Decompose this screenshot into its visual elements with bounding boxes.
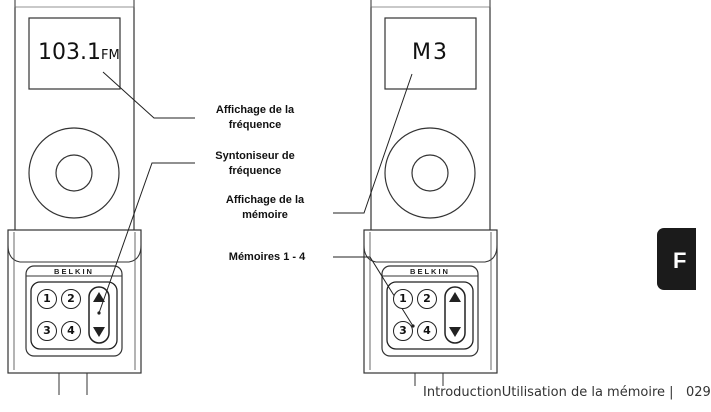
left-center-button (55, 154, 93, 192)
left-lcd-frequency: 103.1FM (38, 40, 120, 65)
right-ipod (370, 0, 491, 241)
left-tuner-module (7, 229, 142, 395)
frequency-value: 103.1 (38, 40, 101, 65)
leader-memory-display (333, 73, 413, 214)
frequency-unit: FM (100, 48, 120, 63)
right-preset-4-button[interactable]: 4 (417, 321, 437, 341)
callout-frequency-display-line2: fréquence (228, 119, 282, 131)
right-lcd-screen (384, 17, 477, 90)
left-preset-3-button[interactable]: 3 (37, 321, 57, 341)
callout-frequency-display: Affichage de la fréquence (195, 103, 315, 133)
language-tab (657, 228, 696, 290)
callout-tuner-line1: Syntoniseur de (215, 150, 295, 162)
left-brand-label: BELKIN (54, 267, 94, 276)
leader-tuner (98, 162, 195, 314)
left-preset-2-button[interactable]: 2 (61, 289, 81, 309)
right-preset-2-button[interactable]: 2 (417, 289, 437, 309)
callout-presets: Mémoires 1 - 4 (228, 251, 306, 263)
left-preset-1-button[interactable]: 1 (37, 289, 57, 309)
left-lcd-screen (28, 17, 121, 90)
callout-memory-display: Affichage de la mémoire (205, 193, 325, 223)
right-brand-label: BELKIN (410, 267, 450, 276)
illustration (7, 0, 498, 395)
leader-freq-display (102, 71, 195, 119)
page-footer: IntroductionUtilisation de la mémoire | … (423, 385, 711, 400)
footer-separator: | (669, 385, 674, 400)
callout-tuner: Syntoniseur de fréquence (195, 149, 315, 179)
page-number: 029 (685, 385, 711, 400)
left-ipod (14, 0, 135, 241)
footer-title: Utilisation de la mémoire (501, 385, 665, 400)
callout-memory-display-line1: Affichage de la (225, 194, 305, 206)
callout-tuner-line2: fréquence (228, 165, 282, 177)
right-lcd-memory: M3 (412, 40, 449, 65)
left-preset-4-button[interactable]: 4 (61, 321, 81, 341)
callout-memory-display-line2: mémoire (242, 209, 288, 221)
memory-value: M3 (412, 40, 449, 65)
callout-frequency-display-line1: Affichage de la (215, 104, 295, 116)
right-preset-3-button[interactable]: 3 (393, 321, 413, 341)
left-ipod-top-edge (14, 0, 135, 8)
right-preset-1-button[interactable]: 1 (393, 289, 413, 309)
footer-section: Introduction (423, 385, 502, 400)
right-center-button (411, 154, 449, 192)
language-tab-letter: F (673, 248, 687, 273)
